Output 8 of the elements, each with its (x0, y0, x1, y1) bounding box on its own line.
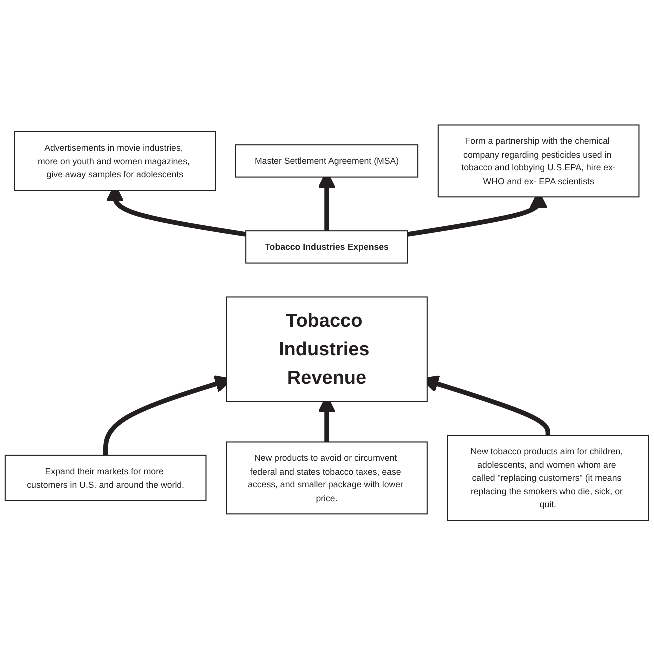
node-box: Tobacco Industries Revenue (226, 296, 428, 402)
node-box: New products to avoid or circumvent federal and states tobacco taxes, ease access, and smaller package with lower price. (226, 442, 428, 515)
node-box: Advertisements in movie industries, more on youth and women magazines, give away samples for adolescents (14, 131, 216, 192)
node-box: Tobacco Industries Expenses (246, 230, 408, 264)
node-box: New tobacco products aim for children, adolescents, and women whom are called "replacing customers" (it means replacing the smokers who die, sick, or quit. (447, 435, 650, 522)
node-box: Form a partnership with the chemical company regarding pesticides used in tobacco and lobbying U.S.EPA, hire ex-WHO and ex- EPA scientists (438, 124, 640, 198)
node-box: Master Settlement Agreement (MSA) (235, 144, 419, 178)
node-box: Expand their markets for more customers in U.S. and around the world. (4, 454, 207, 502)
